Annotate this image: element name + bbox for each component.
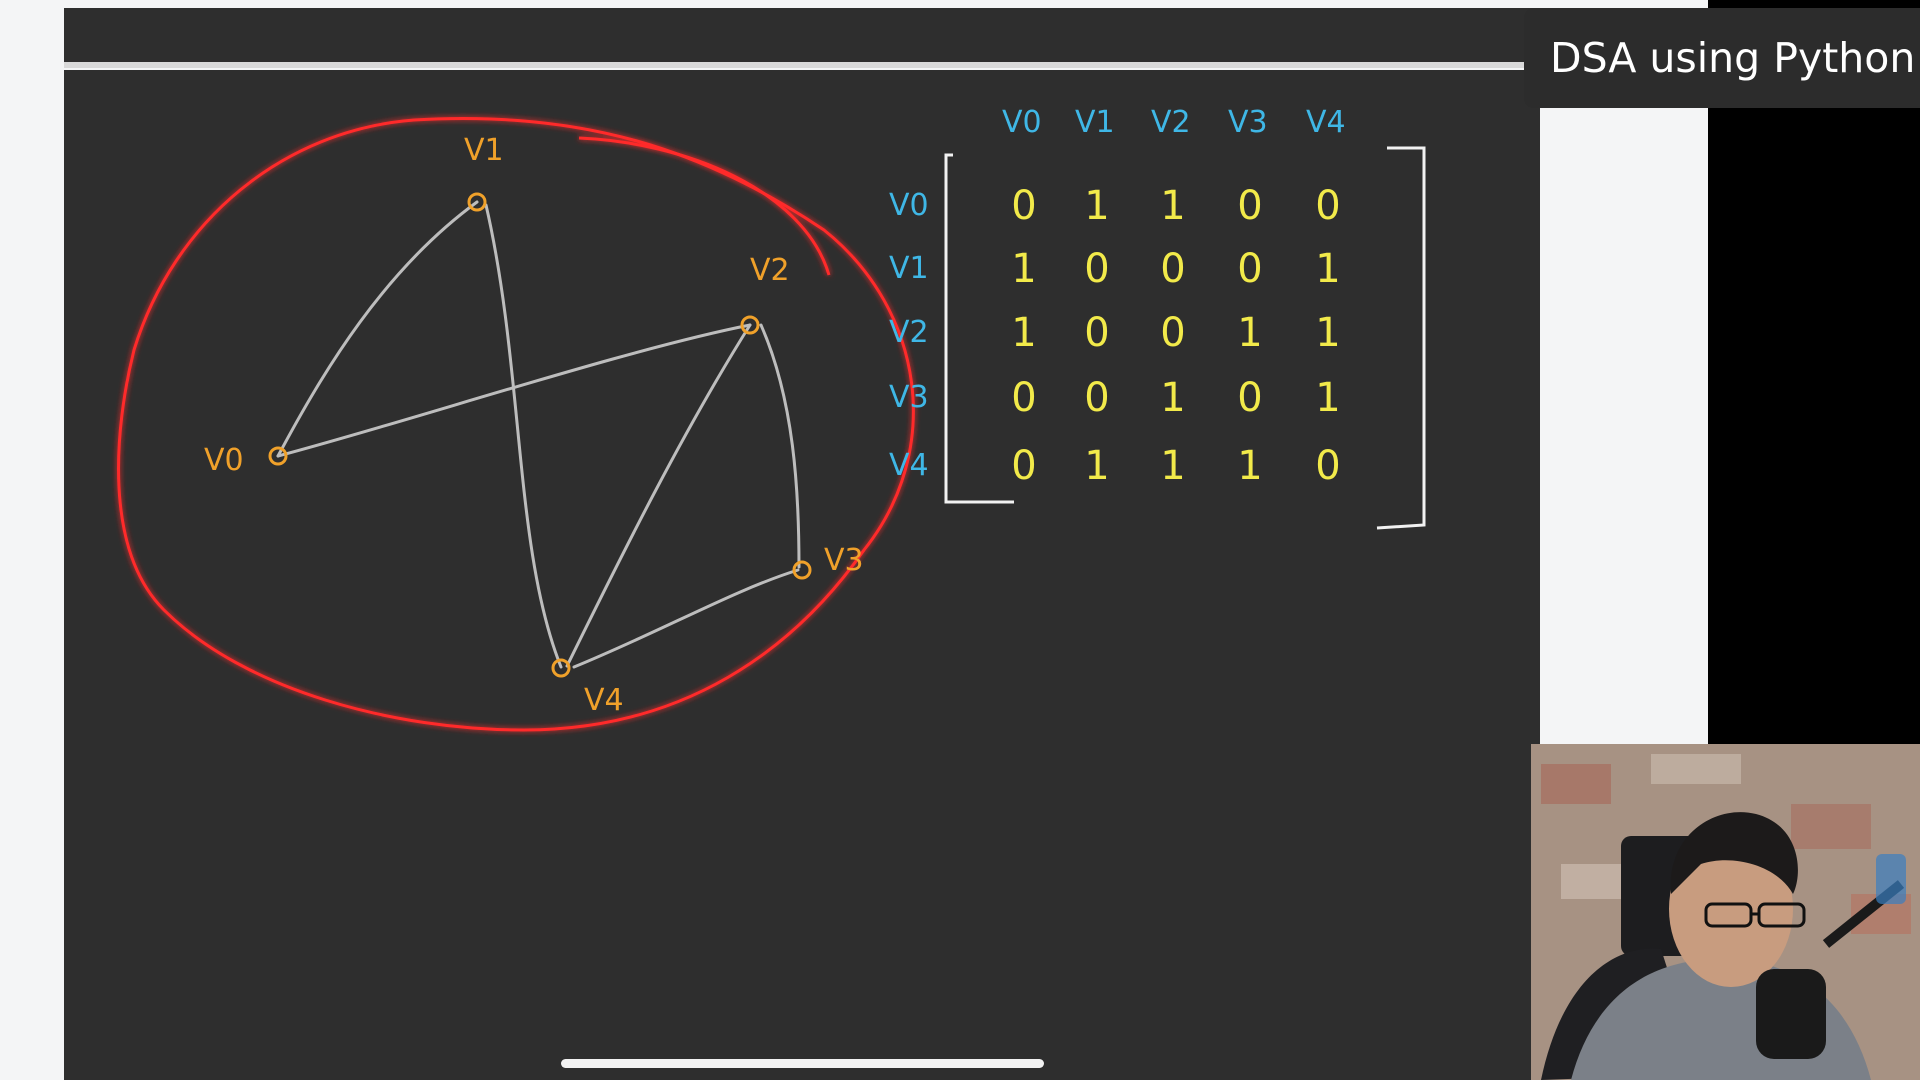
matrix-col-header-4: V4 [1306, 105, 1346, 140]
vertex-label-0: V0 [204, 443, 244, 478]
matrix-cell-3-4: 1 [1315, 375, 1340, 421]
matrix-cell-4-0: 0 [1011, 443, 1036, 489]
matrix-cell-4-4: 0 [1315, 443, 1340, 489]
matrix-left-bracket [944, 153, 1014, 504]
matrix-cell-0-0: 0 [1011, 183, 1036, 229]
matrix-row-header-1: V1 [889, 251, 929, 286]
matrix-cell-2-3: 1 [1237, 310, 1262, 356]
edge-v0-v1 [276, 200, 479, 458]
matrix-cell-3-0: 0 [1011, 375, 1036, 421]
highlight-stroke [578, 136, 831, 276]
course-title-badge: DSA using Python [1524, 8, 1920, 108]
vertex-node-1 [467, 192, 487, 212]
matrix-row-header-4: V4 [889, 448, 929, 483]
matrix-cell-1-1: 0 [1084, 246, 1109, 292]
vertex-node-4 [551, 658, 571, 678]
matrix-cell-0-1: 1 [1084, 183, 1109, 229]
matrix-cell-3-3: 0 [1237, 375, 1262, 421]
presenter-hair [1670, 812, 1798, 894]
webcam-feed [1531, 744, 1920, 1080]
matrix-cell-1-2: 0 [1160, 246, 1185, 292]
matrix-cell-4-3: 1 [1237, 443, 1262, 489]
matrix-cell-0-4: 0 [1315, 183, 1340, 229]
vertex-node-3 [792, 560, 812, 580]
matrix-cell-1-4: 1 [1315, 246, 1340, 292]
edge-v1-v4 [484, 203, 563, 669]
matrix-cell-3-2: 1 [1160, 375, 1185, 421]
matrix-col-header-3: V3 [1228, 105, 1268, 140]
matrix-cell-1-0: 1 [1011, 246, 1036, 292]
matrix-cell-0-3: 0 [1237, 183, 1262, 229]
presenter-head [1669, 831, 1793, 987]
vertex-node-2 [740, 315, 760, 335]
edge-v2-v3 [759, 323, 801, 569]
matrix-row-header-2: V2 [889, 315, 929, 350]
matrix-cell-2-1: 0 [1084, 310, 1109, 356]
whiteboard-toolbar [64, 8, 1540, 68]
highlight-loop [117, 117, 915, 732]
vertex-label-1: V1 [464, 133, 504, 168]
matrix-cell-2-0: 1 [1011, 310, 1036, 356]
component-highlight [117, 117, 915, 732]
matrix-cell-2-4: 1 [1315, 310, 1340, 356]
matrix-cell-2-2: 0 [1160, 310, 1185, 356]
matrix-cell-4-1: 1 [1084, 443, 1109, 489]
matrix-cell-4-2: 1 [1160, 443, 1185, 489]
matrix-cell-0-2: 1 [1160, 183, 1185, 229]
course-title: DSA using Python [1550, 34, 1916, 82]
matrix-col-header-2: V2 [1151, 105, 1191, 140]
matrix-col-header-0: V0 [1002, 105, 1042, 140]
edge-v0-v2 [276, 323, 752, 458]
matrix-row-header-3: V3 [889, 380, 929, 415]
left-margin [0, 0, 64, 1080]
matrix-row-header-0: V0 [889, 188, 929, 223]
vertex-label-2: V2 [750, 253, 790, 288]
matrix-cell-3-1: 0 [1084, 375, 1109, 421]
presenter-webcam [1531, 744, 1920, 1080]
edge-v2-v4 [565, 323, 752, 668]
microphone [1756, 969, 1826, 1059]
vertex-node-0 [268, 446, 288, 466]
home-indicator[interactable] [561, 1059, 1044, 1068]
vertex-label-4: V4 [584, 683, 624, 718]
matrix-col-header-1: V1 [1075, 105, 1115, 140]
matrix-cells: 0 1 1 0 0 1 0 0 0 1 1 0 0 1 1 0 0 1 0 1 0 1 1 1 0 [1011, 183, 1340, 489]
matrix-cell-1-3: 0 [1237, 246, 1262, 292]
matrix-right-bracket [1376, 146, 1426, 530]
edge-v3-v4 [572, 568, 800, 669]
vertex-label-3: V3 [824, 543, 864, 578]
graph-edges [276, 200, 801, 669]
